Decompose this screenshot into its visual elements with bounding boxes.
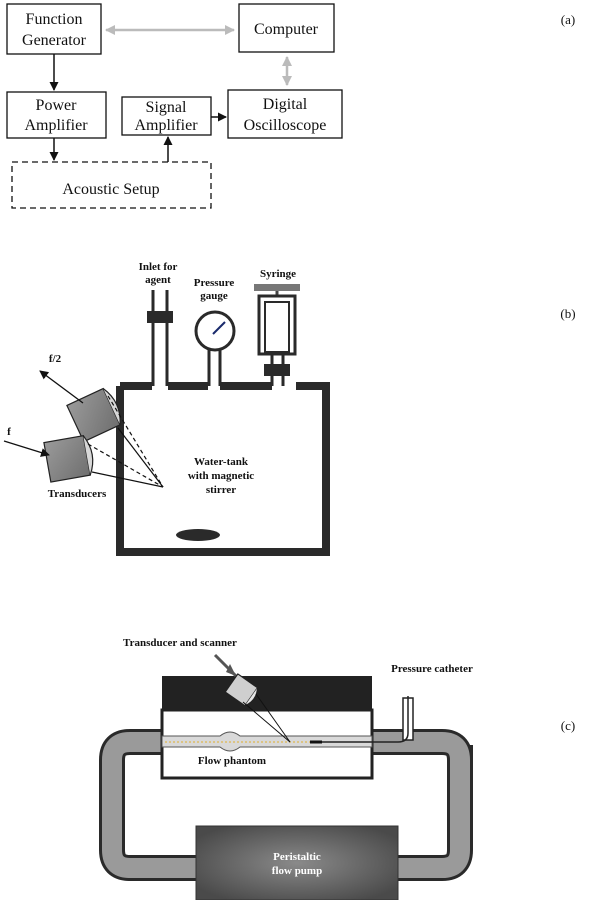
panel-label-c: (c) — [561, 718, 575, 733]
f-half-label: f/2 — [49, 353, 62, 365]
pressure-gauge-label-1: Pressure — [194, 277, 235, 289]
signal-amplifier-label-2: Amplifier — [134, 117, 198, 134]
function-generator-label-2: Generator — [22, 32, 87, 49]
pressure-gauge-label-2: gauge — [200, 290, 228, 302]
pressure-gauge — [194, 310, 236, 386]
flow-phantom-label: Flow phantom — [198, 755, 266, 767]
f-arrow — [3, 440, 50, 457]
pressure-catheter-label: Pressure catheter — [391, 663, 473, 675]
inlet-label-2: agent — [145, 274, 171, 286]
water-tank-label-1: Water-tank — [194, 456, 249, 468]
peristaltic-pump — [195, 825, 399, 900]
water-tank-label-2: with magnetic — [188, 470, 254, 482]
signal-amplifier-box — [121, 96, 212, 136]
acoustic-setup-label: Acoustic Setup — [62, 181, 159, 198]
magnetic-stirrer — [176, 529, 220, 541]
focus-lines — [87, 395, 164, 488]
inlet-tube — [147, 290, 173, 386]
transducer-f-half — [66, 387, 121, 443]
syringe — [254, 284, 300, 386]
f-label: f — [7, 426, 11, 438]
syringe-label: Syringe — [260, 268, 296, 280]
panel-label-a: (a) — [561, 12, 575, 27]
function-generator-label-1: Function — [26, 11, 83, 28]
f-half-arrow — [39, 370, 84, 404]
computer-box — [238, 3, 335, 53]
diagram-b: (b) Inlet for agent Pressure gauge — [3, 261, 576, 556]
transducer-f — [43, 435, 94, 483]
diagram-c: (c) Flow phantom Pressure catheter — [99, 637, 575, 900]
signal-amplifier-label-1: Signal — [146, 99, 187, 116]
function-generator-box — [6, 3, 102, 55]
flow-phantom — [160, 676, 374, 780]
pump-label-2: flow pump — [272, 865, 322, 877]
power-amplifier-label-2: Amplifier — [24, 117, 88, 134]
water-tank-label-3: stirrer — [206, 484, 236, 496]
transducers-label: Transducers — [48, 488, 107, 500]
digital-oscilloscope-label-2: Oscilloscope — [244, 117, 327, 134]
computer-label: Computer — [254, 21, 319, 38]
inlet-label-1: Inlet for — [139, 261, 178, 273]
acoustic-setup-box — [11, 161, 212, 209]
diagram-a: (a) Function Generator Computer Power Am… — [6, 3, 575, 209]
scanner-transducer — [213, 653, 291, 743]
pump-label-1: Peristaltic — [273, 851, 321, 863]
pressure-catheter — [310, 696, 414, 744]
digital-oscilloscope-label-1: Digital — [263, 96, 308, 113]
transducer-scanner-label: Transducer and scanner — [123, 637, 237, 649]
power-amplifier-box — [6, 91, 107, 139]
digital-oscilloscope-box — [227, 89, 343, 139]
water-tank — [116, 382, 330, 556]
panel-label-b: (b) — [560, 306, 575, 321]
power-amplifier-label-1: Power — [36, 97, 78, 114]
